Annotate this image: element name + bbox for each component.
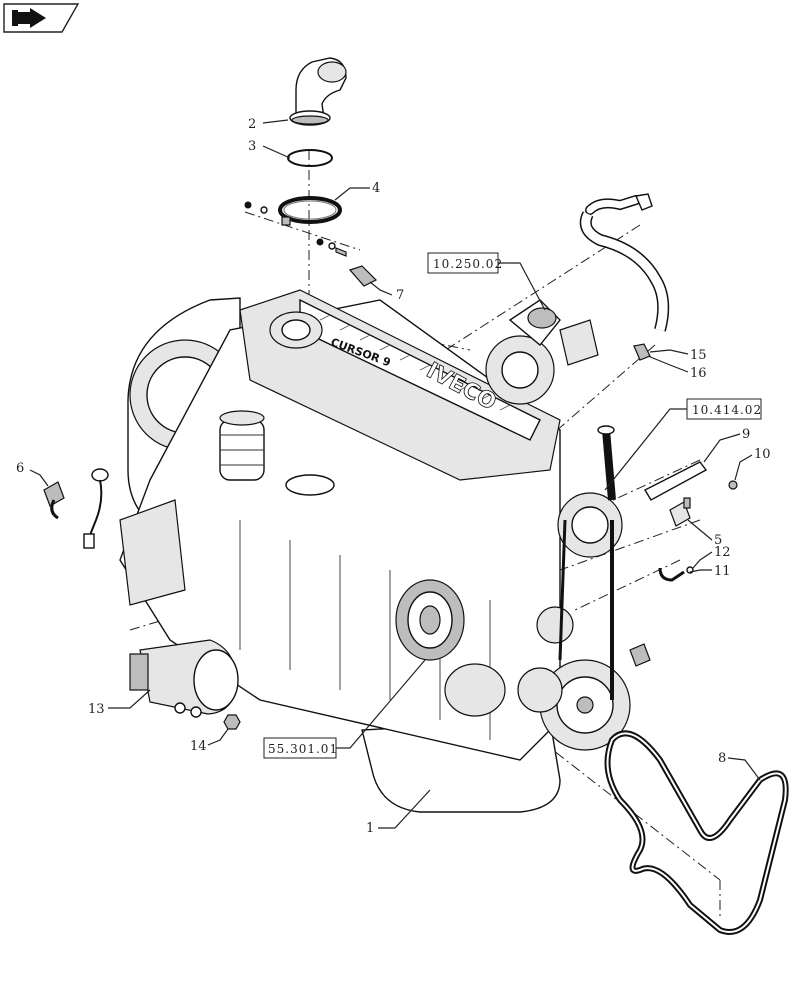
callout-10[interactable]: 10 xyxy=(754,447,771,462)
alternator xyxy=(395,579,465,661)
sensor-part xyxy=(43,468,109,549)
o-ring-part xyxy=(287,149,333,167)
rod-part xyxy=(644,461,708,501)
starter-motor-part xyxy=(129,639,239,718)
callout-8[interactable]: 8 xyxy=(718,751,726,766)
callout-2[interactable]: 2 xyxy=(248,117,256,132)
callout-13[interactable]: 13 xyxy=(88,702,105,717)
clamp-part xyxy=(658,567,685,582)
back-nav-button[interactable] xyxy=(3,3,80,33)
leader-lines xyxy=(29,119,761,829)
bolts-parts xyxy=(244,201,347,257)
turbocharger xyxy=(485,299,599,405)
callout-7[interactable]: 7 xyxy=(396,288,404,303)
callout-3[interactable]: 3 xyxy=(248,139,256,154)
callout-16[interactable]: 16 xyxy=(690,366,707,381)
reference-box-55-301-01[interactable]: 55.301.01 xyxy=(263,737,338,759)
drive-belt-part xyxy=(604,730,789,935)
reference-label: 10.250.02 xyxy=(433,257,503,271)
callout-5[interactable]: 5 xyxy=(714,533,722,548)
intake-elbow-part xyxy=(289,57,347,126)
reference-box-10-250-02[interactable]: 10.250.02 xyxy=(427,252,503,274)
callout-12[interactable]: 12 xyxy=(714,545,731,560)
crank-pulley xyxy=(539,659,631,751)
callout-6[interactable]: 6 xyxy=(16,461,24,476)
valve-cover-ribs xyxy=(319,314,511,411)
clamp-ring-part xyxy=(278,196,342,226)
callout-9[interactable]: 9 xyxy=(742,427,750,442)
callout-numbers: 2 3 4 7 15 16 9 10 6 5 12 11 13 14 8 1 xyxy=(16,117,771,836)
fuel-filter xyxy=(219,410,265,481)
callout-1[interactable]: 1 xyxy=(366,821,374,836)
engine-assembly: CURSOR 9 IVECO xyxy=(119,289,631,813)
callout-15[interactable]: 15 xyxy=(690,348,707,363)
callout-11[interactable]: 11 xyxy=(714,564,731,579)
nut-part xyxy=(728,480,738,490)
back-arrow-icon xyxy=(12,8,46,28)
reference-label: 10.414.02 xyxy=(692,403,762,417)
nut-part-14 xyxy=(223,714,241,730)
callout-4[interactable]: 4 xyxy=(372,181,380,196)
callout-14[interactable]: 14 xyxy=(190,739,207,754)
fitting-part xyxy=(669,497,691,527)
reference-label: 55.301.01 xyxy=(268,742,338,756)
bracket-part xyxy=(348,265,378,287)
reference-box-10-414-02[interactable]: 10.414.02 xyxy=(686,398,762,420)
hose-part xyxy=(579,193,670,361)
